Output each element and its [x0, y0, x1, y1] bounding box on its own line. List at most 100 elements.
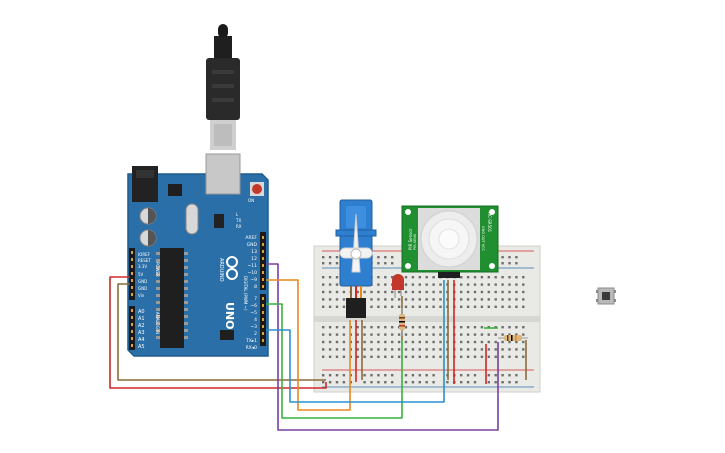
breadboard-hole: [473, 333, 477, 336]
breadboard-hole: [377, 290, 380, 294]
breadboard-hole: [494, 305, 497, 308]
led-icon[interactable]: [392, 274, 404, 298]
breadboard-hole: [363, 355, 366, 358]
breadboard-hole: [384, 298, 387, 301]
digital-pin-label: ~3: [250, 324, 257, 330]
breadboard-hole: [418, 276, 421, 279]
power-pin-label: Vin: [138, 293, 145, 298]
analog-pin-label: A0: [138, 309, 145, 315]
breadboard-hole: [328, 283, 332, 286]
breadboard-hole: [342, 298, 346, 301]
breadboard-hole: [404, 326, 408, 329]
pir-sensor[interactable]: PIR Sensor PIR-SENS HC-SR501 GND OUT VCC: [401, 205, 499, 278]
breadboard-hole: [404, 348, 408, 351]
breadboard-hole: [356, 326, 359, 329]
breadboard-hole: [425, 326, 428, 329]
breadboard-hole: [377, 262, 380, 265]
digital-header-label: DIGITAL (PWM ~): [243, 276, 248, 311]
breadboard-hole: [480, 283, 484, 286]
breadboard-hole: [487, 283, 490, 286]
digital-pin-label: ~6: [250, 303, 257, 309]
arduino-uno-board[interactable]: UNO ARDUINO POWER DIGITAL (PWM ~) ANALOG…: [127, 153, 269, 357]
breadboard-hole: [342, 348, 346, 351]
wire-blue[interactable]: [266, 280, 445, 403]
breadboard-hole: [494, 355, 497, 358]
breadboard-hole: [377, 283, 380, 286]
breadboard-hole: [328, 340, 332, 344]
breadboard-hole: [322, 374, 325, 377]
wire-red[interactable]: [109, 276, 327, 389]
analog-pin-label: A2: [138, 323, 145, 329]
breadboard-hole: [411, 333, 415, 336]
breadboard-hole: [328, 298, 332, 301]
power-pin-label: 3.3V: [138, 264, 147, 269]
breadboard-hole: [432, 340, 435, 344]
breadboard-hole: [370, 374, 373, 377]
breadboard-hole: [404, 355, 408, 358]
breadboard-hole: [335, 290, 339, 294]
breadboard-hole: [391, 262, 394, 265]
breadboard-hole: [487, 305, 490, 308]
breadboard-hole: [363, 348, 366, 351]
digital-pin-label: ~9: [250, 277, 257, 283]
servo-icon[interactable]: [335, 199, 377, 318]
breadboard-hole: [522, 298, 525, 301]
breadboard-hole: [322, 348, 325, 351]
breadboard-hole: [335, 381, 339, 384]
breadboard-hole: [466, 298, 470, 301]
breadboard-hole: [328, 333, 332, 336]
breadboard-hole: [377, 381, 380, 384]
breadboard-hole: [473, 374, 477, 377]
breadboard-hole: [322, 256, 325, 259]
wire-purple[interactable]: [266, 263, 499, 431]
breadboard-hole: [404, 381, 408, 384]
breadboard-hole: [522, 355, 525, 358]
analog-pin-header: [129, 306, 135, 350]
pir-left-label: PIR Sensor: [408, 228, 413, 250]
breadboard-hole: [508, 340, 511, 344]
breadboard-hole: [397, 333, 401, 336]
pir-pin-labels: GND OUT VCC: [481, 226, 485, 252]
wire-brown[interactable]: [117, 283, 326, 381]
resistor-icon[interactable]: [399, 308, 405, 336]
breadboard-hole: [377, 305, 380, 308]
pushbutton-icon[interactable]: [596, 287, 616, 305]
usb-plug-icon[interactable]: [206, 24, 240, 150]
breadboard-hole: [342, 374, 346, 377]
breadboard-hole: [460, 355, 463, 358]
digital-pin-label: ~5: [250, 310, 257, 316]
breadboard-hole: [411, 326, 415, 329]
breadboard-hole: [460, 276, 463, 279]
breadboard-hole: [425, 283, 428, 286]
breadboard-hole: [404, 298, 408, 301]
breadboard-hole: [377, 276, 380, 279]
breadboard-hole: [397, 348, 401, 351]
wire-orange[interactable]: [266, 279, 351, 411]
reset-button[interactable]: [250, 182, 264, 196]
breadboard-hole: [508, 333, 511, 336]
breadboard-hole: [432, 283, 435, 286]
on-led-label: ON: [248, 198, 254, 203]
breadboard-hole: [328, 262, 332, 265]
wire-green[interactable]: [266, 303, 403, 419]
resistor-icon[interactable]: [498, 335, 528, 341]
breadboard-hole: [322, 283, 325, 286]
breadboard-hole: [425, 298, 428, 301]
breadboard-hole: [515, 333, 518, 336]
digital-pin-label: 12: [251, 256, 257, 262]
breadboard-hole: [501, 326, 504, 329]
breadboard-hole: [356, 333, 359, 336]
breadboard-hole: [501, 381, 504, 384]
breadboard-hole: [328, 326, 332, 329]
breadboard-hole: [397, 355, 401, 358]
breadboard-hole: [439, 290, 442, 294]
breadboard-hole: [328, 355, 332, 358]
breadboard-hole: [432, 348, 435, 351]
breadboard-hole: [384, 256, 387, 259]
breadboard-hole: [384, 305, 387, 308]
breadboard-hole: [466, 355, 470, 358]
breadboard-hole: [508, 283, 511, 286]
breadboard-hole: [391, 298, 394, 301]
breadboard-hole: [342, 381, 346, 384]
digital-pin-label: ~10: [248, 270, 258, 276]
